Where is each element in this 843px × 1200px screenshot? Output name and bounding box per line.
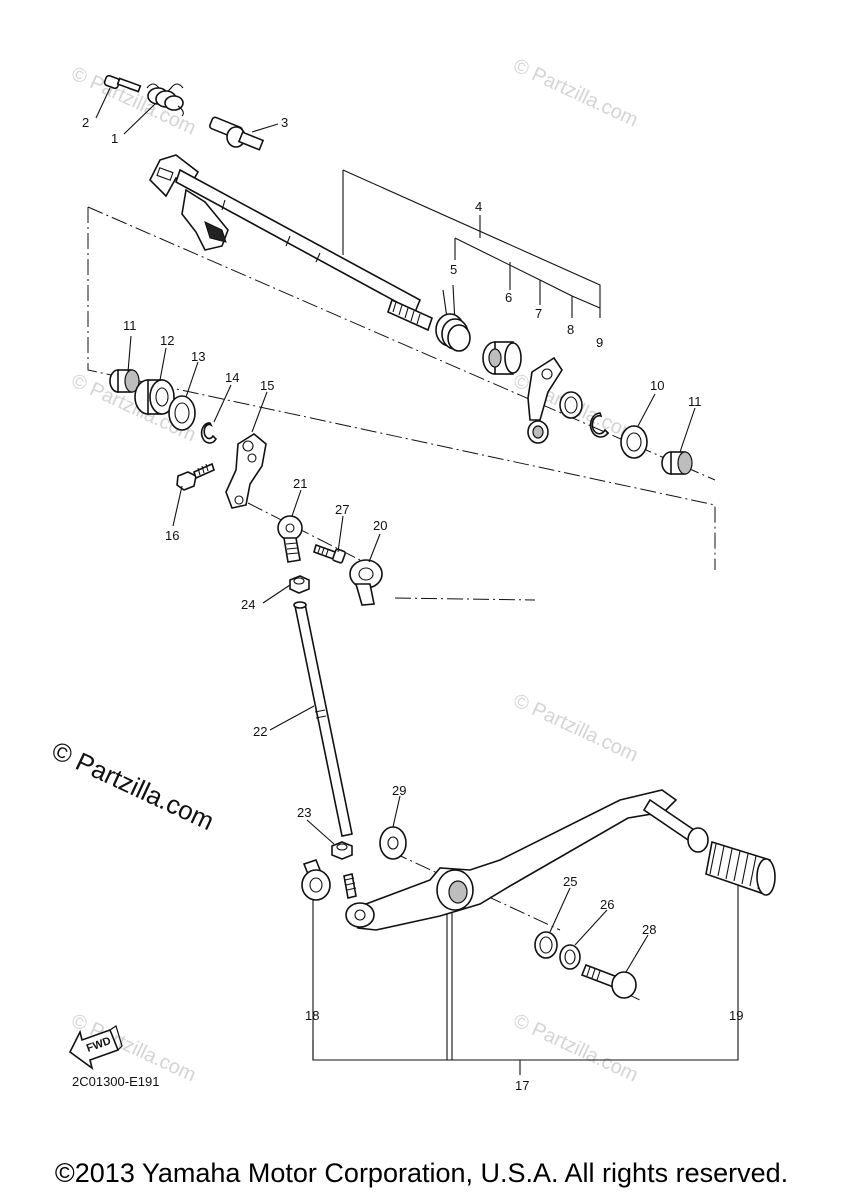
watermark-faint: © Partzilla.com xyxy=(510,55,641,132)
part-21-rod-end xyxy=(277,515,303,563)
diagram-code: 2C01300-E191 xyxy=(72,1074,160,1089)
part-12-seal xyxy=(134,379,175,415)
fwd-arrow-icon: FWD xyxy=(68,1025,123,1070)
callout-8: 8 xyxy=(567,322,574,337)
callout-9: 9 xyxy=(596,335,603,350)
callout-22: 22 xyxy=(253,724,267,739)
part-1-spring xyxy=(146,83,184,117)
part-10-washer xyxy=(620,425,648,459)
part-25-washer xyxy=(534,931,558,959)
callout-14: 14 xyxy=(225,370,239,385)
callout-labels: 2 1 3 4 5 6 7 8 9 10 11 11 12 13 14 15 1… xyxy=(82,115,743,1093)
leader-lines xyxy=(95,87,696,973)
callout-23: 23 xyxy=(297,805,311,820)
part-29-washer xyxy=(379,826,407,860)
copyright-notice: ©2013 Yamaha Motor Corporation, U.S.A. A… xyxy=(54,1158,789,1188)
part-13-washer xyxy=(168,395,196,431)
callout-16: 16 xyxy=(165,528,179,543)
callout-12: 12 xyxy=(160,333,174,348)
callout-6: 6 xyxy=(505,290,512,305)
callout-17: 17 xyxy=(515,1078,529,1093)
part-17-shift-pedal xyxy=(345,789,709,931)
part-6-collar xyxy=(482,341,522,375)
part-9-circlip xyxy=(589,412,610,438)
callout-13: 13 xyxy=(191,349,205,364)
callout-24: 24 xyxy=(241,597,255,612)
part-27-bolt xyxy=(313,543,346,564)
part-16-bolt xyxy=(176,462,215,491)
part-15-shift-arm xyxy=(225,433,267,509)
callout-20: 20 xyxy=(373,518,387,533)
bracket-17 xyxy=(312,870,739,1075)
part-7-lever xyxy=(527,356,563,444)
part-20-rod-end xyxy=(349,559,383,606)
part-28-bolt xyxy=(580,963,637,999)
callout-29: 29 xyxy=(392,783,406,798)
reference-lines xyxy=(87,206,716,1001)
callout-21: 21 xyxy=(293,476,307,491)
callout-19: 19 xyxy=(729,1008,743,1023)
part-5-spring xyxy=(435,284,471,352)
part-3-stud xyxy=(209,116,265,151)
callout-27: 27 xyxy=(335,502,349,517)
part-11-bearing-right xyxy=(661,451,693,475)
callout-18: 18 xyxy=(305,1008,319,1023)
part-23-nut xyxy=(331,841,353,860)
part-2-bolt xyxy=(103,74,142,93)
part-22-shift-rod xyxy=(293,601,353,837)
callout-26: 26 xyxy=(600,897,614,912)
part-14-clip xyxy=(200,422,218,444)
callout-1: 1 xyxy=(111,131,118,146)
callout-11-right: 11 xyxy=(688,394,702,409)
callout-11-left: 11 xyxy=(123,318,137,333)
part-19-rubber xyxy=(705,840,776,896)
watermark-faint: © Partzilla.com xyxy=(510,690,641,767)
callout-28: 28 xyxy=(642,922,656,937)
part-11-bearing-left xyxy=(109,369,140,393)
part-8-washer xyxy=(559,391,583,419)
callout-7: 7 xyxy=(535,306,542,321)
part-4-shift-shaft xyxy=(149,154,433,332)
callout-15: 15 xyxy=(260,378,274,393)
part-24-nut xyxy=(289,575,310,594)
callout-25: 25 xyxy=(563,874,577,889)
bracket-4 xyxy=(342,169,601,318)
callout-3: 3 xyxy=(281,115,288,130)
callout-4: 4 xyxy=(475,199,482,214)
callout-10: 10 xyxy=(650,378,664,393)
callout-5: 5 xyxy=(450,262,457,277)
part-26-washer xyxy=(559,944,581,970)
part-18-rod-end xyxy=(301,859,357,901)
watermark-faint: © Partzilla.com xyxy=(510,1010,641,1087)
callout-2: 2 xyxy=(82,115,89,130)
